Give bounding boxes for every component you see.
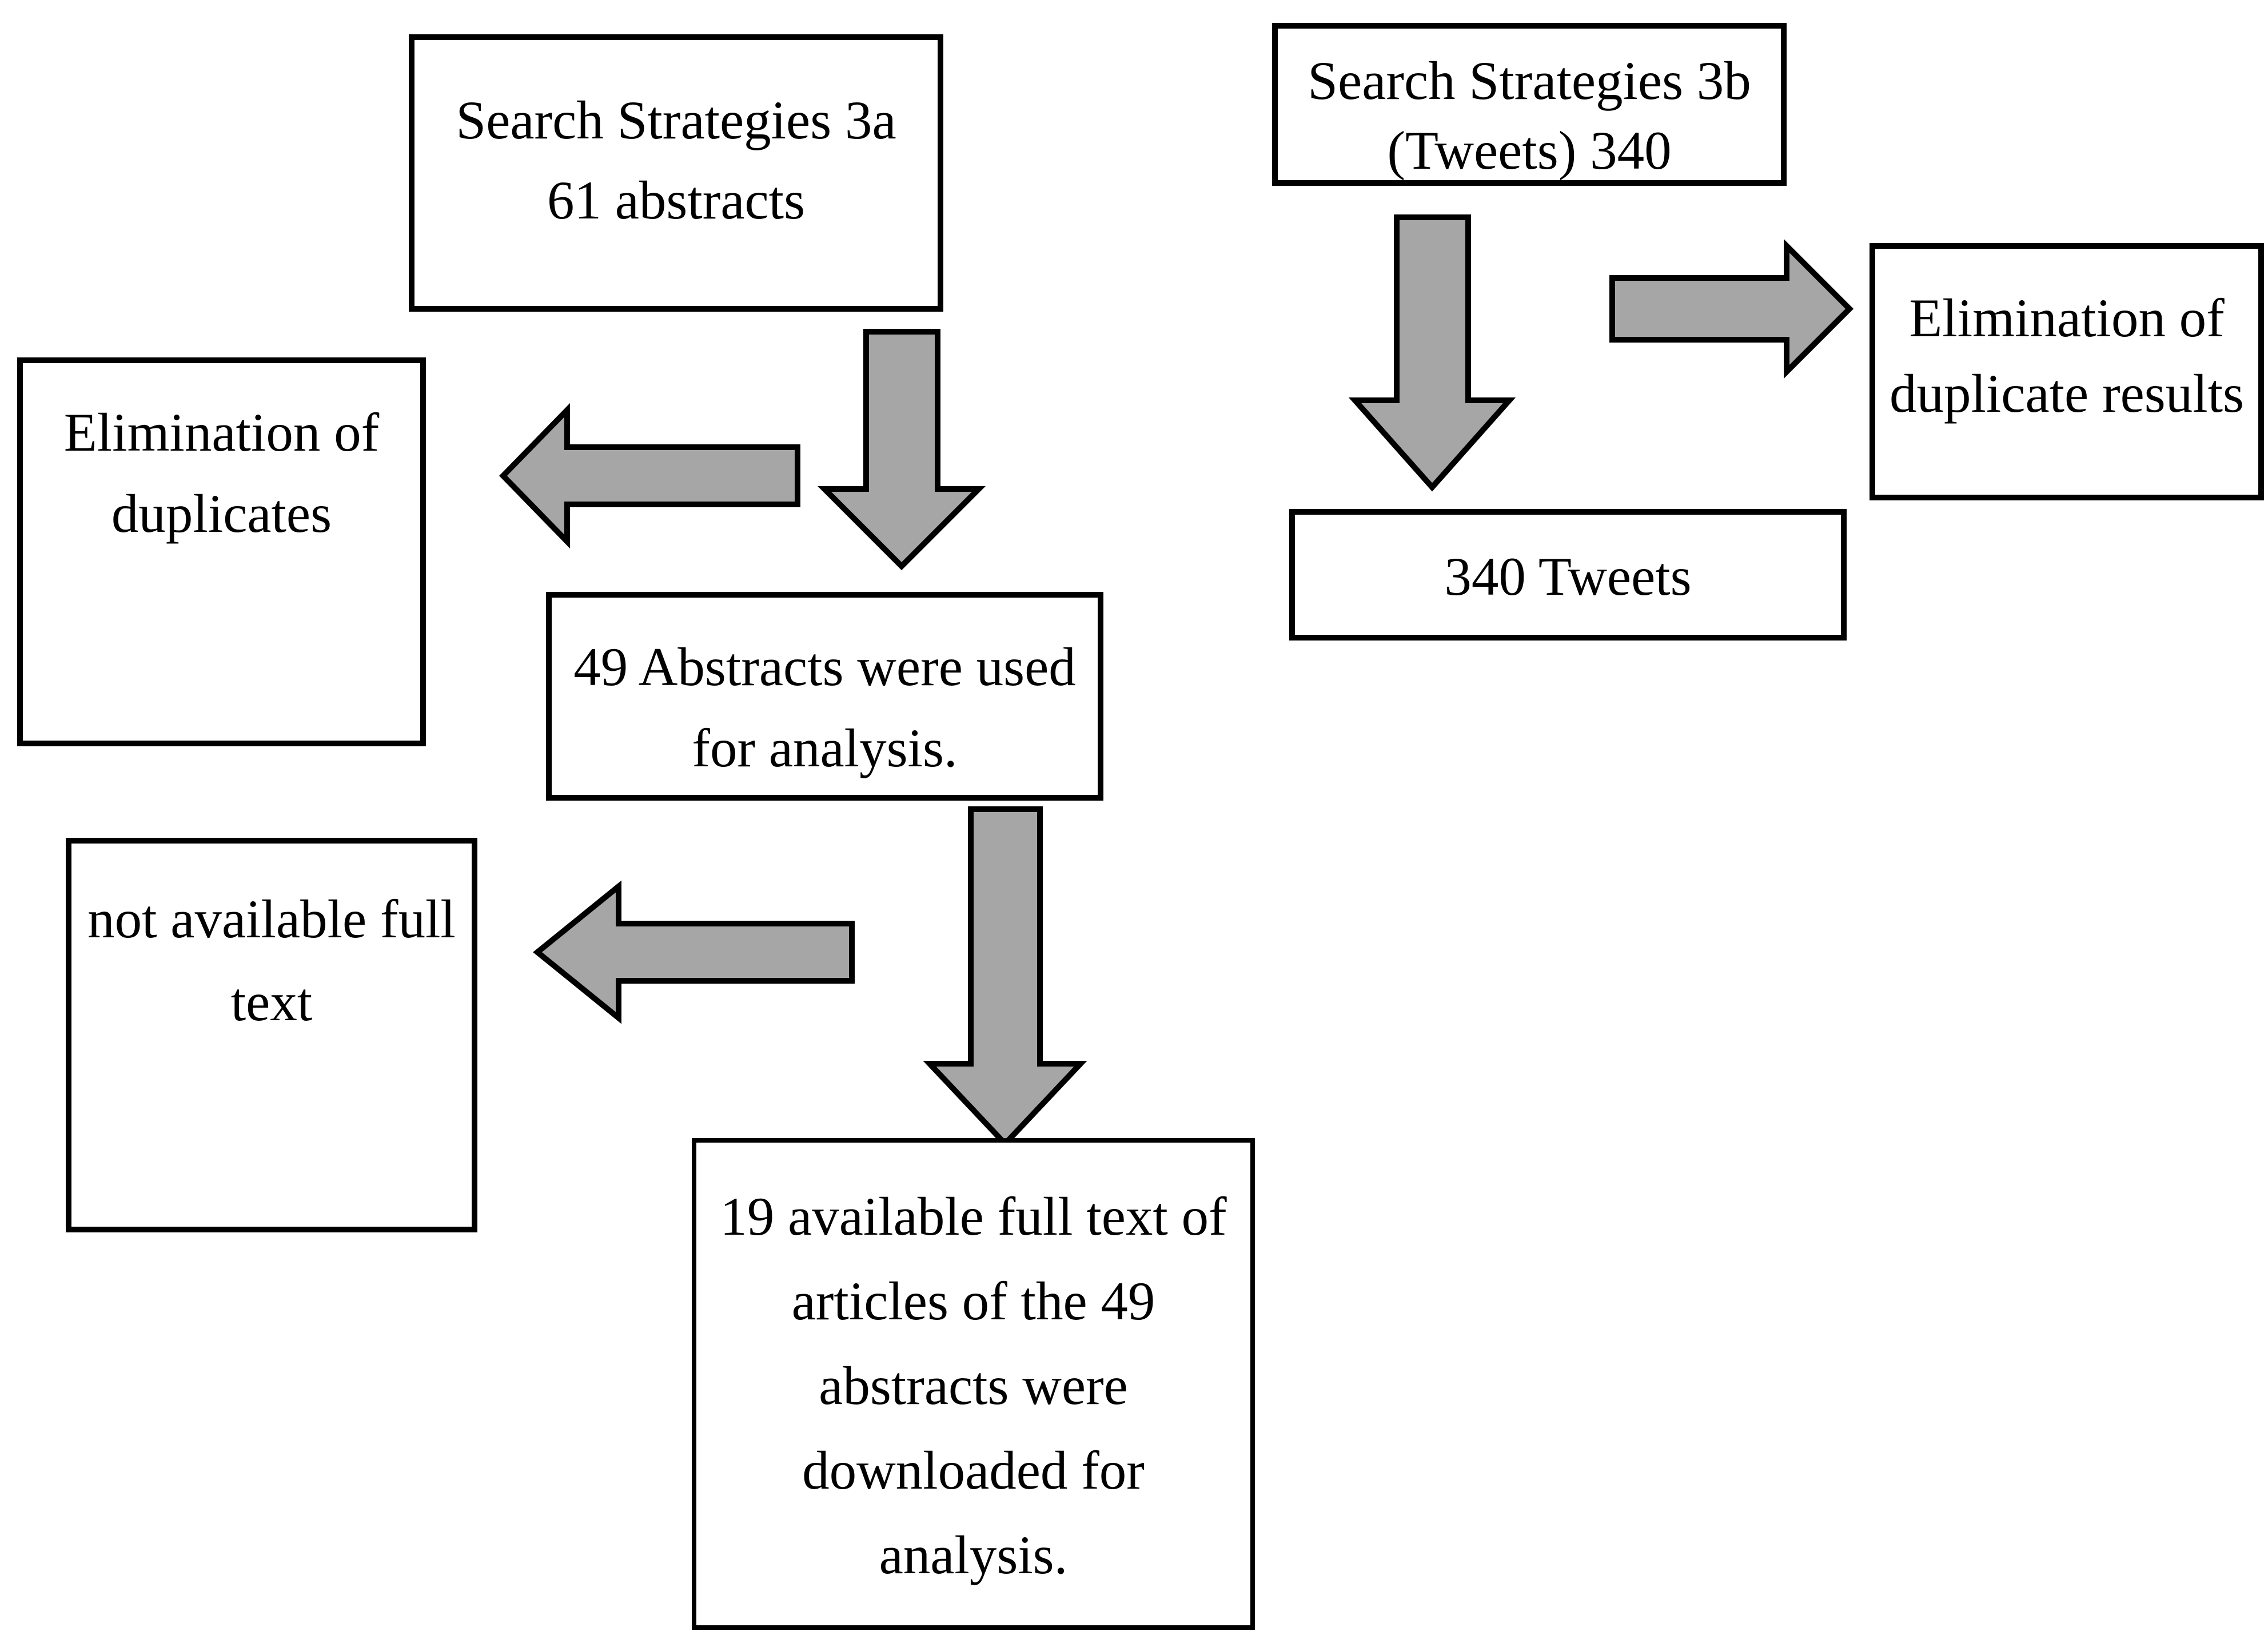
box-line: Elimination of — [63, 402, 380, 463]
arrow-right-to-elimination-duplicate-results-icon — [1609, 238, 1854, 379]
box-elimination-duplicates: Elimination of duplicates — [17, 357, 426, 746]
box-not-available-full-text: not available full text — [66, 838, 477, 1232]
box-line: duplicate results — [1890, 363, 2244, 424]
box-search-strategies-3a: Search Strategies 3a 61 abstracts — [409, 34, 943, 312]
box-line: 19 available full text of — [720, 1186, 1227, 1247]
box-line: for analysis. — [692, 718, 958, 778]
box-line: Elimination of — [1909, 288, 2225, 348]
box-340-tweets: 340 Tweets — [1289, 509, 1847, 641]
box-line: not available full — [87, 889, 456, 949]
box-line: articles of the 49 — [791, 1271, 1155, 1331]
box-search-strategies-3b: Search Strategies 3b (Tweets) 340 — [1272, 23, 1787, 186]
box-line: analysis. — [879, 1525, 1068, 1585]
box-abstracts-used: 49 Abstracts were used for analysis. — [546, 592, 1103, 801]
arrow-left-to-not-available-icon — [533, 880, 855, 1024]
box-line: 61 abstracts — [547, 170, 806, 230]
box-line: 340 Tweets — [1444, 546, 1692, 607]
box-elimination-duplicate-results: Elimination of duplicate results — [1870, 243, 2264, 500]
box-line: Search Strategies 3a — [456, 90, 896, 150]
arrow-down-from-search-3a-icon — [817, 329, 986, 571]
box-full-text-downloaded: 19 available full text of articles of th… — [692, 1138, 1255, 1630]
arrow-left-to-elimination-duplicates-icon — [499, 403, 800, 549]
box-line: Search Strategies 3b — [1308, 50, 1751, 111]
arrow-down-from-search-3b-icon — [1348, 214, 1516, 492]
box-line: duplicates — [111, 483, 332, 544]
box-line: downloaded for — [802, 1440, 1145, 1501]
box-line: 49 Abstracts were used — [573, 637, 1076, 697]
arrow-down-from-abstracts-icon — [923, 806, 1087, 1148]
box-line: abstracts were — [819, 1355, 1128, 1416]
box-line: (Tweets) 340 — [1387, 120, 1672, 181]
box-line: text — [230, 972, 313, 1032]
